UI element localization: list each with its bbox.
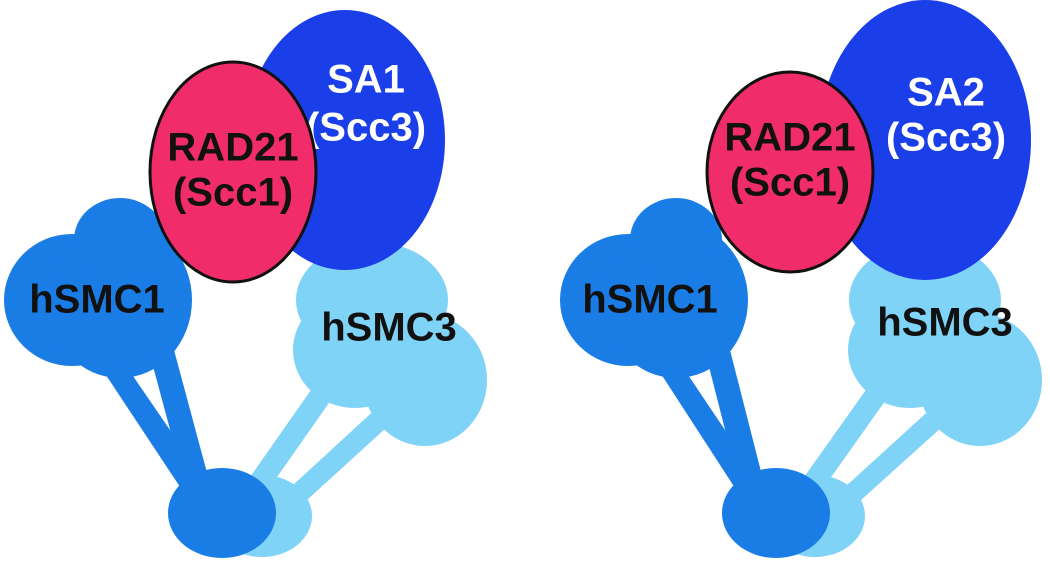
rad21-label-line1: RAD21 (724, 116, 855, 160)
hsmc1-coil-arm-2 (150, 350, 213, 500)
rad21-body (705, 70, 875, 274)
hsmc3-label: hSMC3 (877, 301, 1013, 345)
hsmc3-coil-arm-1 (802, 370, 900, 490)
hsmc3-subunit (765, 242, 1042, 557)
rad21-subunit: RAD21 (Scc1) (705, 70, 875, 274)
sa-label-line2: (Scc3) (306, 106, 426, 150)
sa-label-line2: (Scc3) (886, 116, 1006, 160)
rad21-body (148, 60, 318, 284)
sa-subunit: SA2 (Scc3) (819, 0, 1031, 280)
hsmc1-hinge (722, 468, 830, 558)
sa-body (819, 0, 1031, 280)
hsmc1-coil-arm-2 (706, 350, 767, 500)
rad21-subunit: RAD21 (Scc1) (148, 60, 318, 284)
hsmc3-coil-arm-1 (248, 370, 345, 490)
cohesin-complex-left: SA1 (Scc3) RAD21 (Scc1) hSMC1 hSMC3 (4, 10, 487, 558)
hsmc1-label: hSMC1 (29, 278, 165, 322)
hsmc3-coil-arm-2 (834, 405, 953, 510)
hsmc3-label: hSMC3 (321, 306, 457, 350)
hsmc1-subunit (4, 198, 276, 558)
cohesin-complex-right: SA2 (Scc3) RAD21 (Scc1) hSMC1 hSMC3 (560, 0, 1042, 558)
hsmc1-subunit (560, 198, 830, 558)
hsmc1-head-lobe-top (630, 198, 722, 282)
hsmc3-coil-arm-2 (280, 405, 398, 510)
rad21-label-line2: (Scc1) (173, 171, 293, 215)
sa-label-line1: SA1 (327, 58, 405, 102)
hsmc3-subunit (212, 242, 487, 557)
rad21-label-line1: RAD21 (167, 126, 298, 170)
hsmc1-head-lobe-top (74, 198, 166, 282)
sa-label-line1: SA2 (907, 71, 985, 115)
rad21-label-line2: (Scc1) (730, 161, 850, 205)
hsmc1-hinge (168, 468, 276, 558)
hsmc1-label: hSMC1 (582, 278, 718, 322)
